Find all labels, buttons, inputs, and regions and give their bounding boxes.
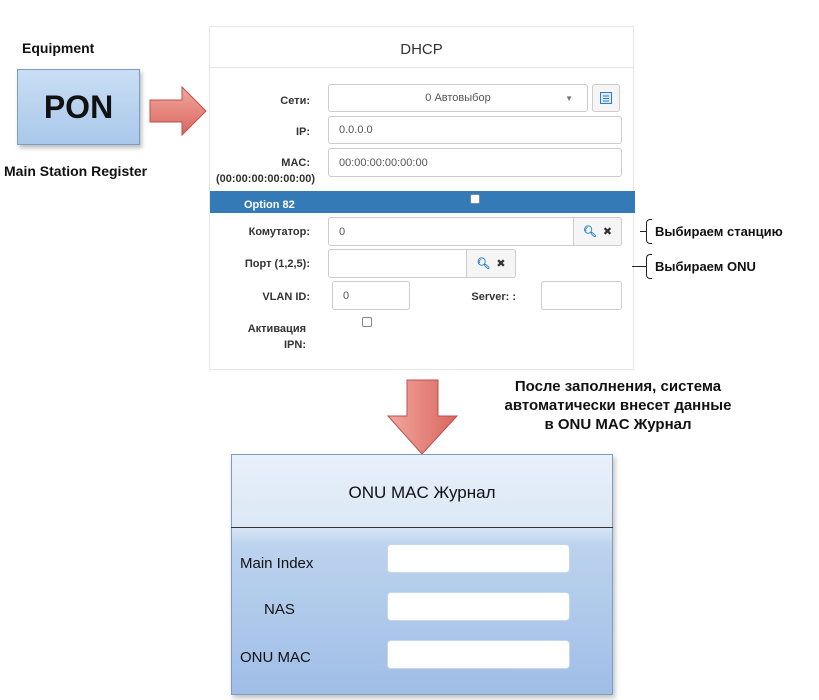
- note-line-1: После заполнения, система: [514, 378, 722, 395]
- nas-label: NAS: [264, 601, 295, 618]
- list-button[interactable]: [592, 84, 620, 112]
- ipn-label-line-2: IPN:: [284, 339, 306, 351]
- main-index-label: Main Index: [240, 555, 314, 572]
- close-icon[interactable]: ✖: [602, 226, 613, 238]
- nas-field[interactable]: [387, 592, 570, 621]
- onu-mac-journal-panel: ONU MAC Журнал Main Index NAS ONU MAC: [231, 454, 613, 695]
- vlan-input[interactable]: 0: [332, 281, 410, 310]
- onu-mac-label: ONU MAC: [240, 649, 311, 666]
- search-icon: 🔍︎: [582, 226, 597, 238]
- vlan-label: VLAN ID:: [262, 291, 310, 303]
- option82-bar: Option 82: [210, 191, 635, 213]
- server-input[interactable]: [541, 281, 622, 310]
- switch-input-value: 0: [339, 225, 346, 238]
- mac-format-label: (00:00:00:00:00:00): [216, 173, 316, 185]
- port-label: Порт (1,2,5):: [244, 258, 310, 270]
- divider: [231, 527, 613, 528]
- switch-search-button[interactable]: 🔍︎ ✖: [573, 217, 622, 246]
- choose-onu-annotation: Выбираем ONU: [655, 259, 756, 274]
- pon-label: PON: [43, 88, 114, 125]
- networks-select-value: 0 Автовыбор: [425, 92, 491, 104]
- mac-label: MAC:: [281, 157, 310, 169]
- onu-journal-title: ONU MAC Журнал: [348, 483, 496, 502]
- list-icon: [600, 92, 612, 104]
- vlan-input-value: 0: [343, 289, 350, 302]
- main-index-field[interactable]: [387, 544, 570, 573]
- onu-bracket-tick: [632, 266, 647, 267]
- mac-input[interactable]: 00:00:00:00:00:00: [328, 148, 622, 177]
- ip-input-value: 0.0.0.0: [339, 124, 373, 136]
- networks-label: Сети:: [280, 95, 310, 107]
- down-arrow-icon: [386, 379, 459, 455]
- ipn-checkbox[interactable]: [362, 317, 372, 327]
- mac-input-value: 00:00:00:00:00:00: [339, 156, 428, 169]
- chevron-down-icon: ▼: [565, 94, 573, 103]
- station-bracket-tick: [640, 231, 647, 232]
- networks-select[interactable]: 0 Автовыбор ▼: [328, 84, 588, 112]
- pon-box: PON: [17, 69, 140, 145]
- equipment-label: Equipment: [22, 40, 95, 56]
- right-arrow-icon: [149, 85, 207, 137]
- note-line-3: в ONU MAC Журнал: [544, 416, 692, 433]
- ip-input[interactable]: 0.0.0.0: [328, 116, 622, 144]
- switch-input[interactable]: 0: [328, 217, 574, 246]
- switch-label: Комутатор:: [248, 226, 310, 238]
- dhcp-panel: DHCP Сети: 0 Автовыбор ▼ IP: 0.0.0.0 MAC…: [209, 26, 635, 370]
- port-input[interactable]: [328, 249, 467, 278]
- option82-label: Option 82: [244, 199, 295, 211]
- port-search-button[interactable]: 🔍︎ ✖: [466, 249, 516, 278]
- main-station-register-label: Main Station Register: [4, 163, 148, 179]
- ip-label: IP:: [295, 126, 310, 138]
- close-icon[interactable]: ✖: [496, 258, 506, 270]
- search-icon: 🔍︎: [476, 258, 491, 270]
- server-label: Server: :: [471, 291, 516, 303]
- ipn-label-line-1: Активация: [247, 323, 306, 335]
- ipn-label: Активация IPN:: [220, 321, 306, 353]
- option82-checkbox[interactable]: [470, 194, 480, 204]
- onu-mac-field[interactable]: [387, 640, 570, 669]
- divider: [210, 67, 633, 68]
- choose-station-annotation: Выбираем станцию: [655, 224, 783, 239]
- dhcp-title: DHCP: [400, 41, 443, 58]
- process-note: После заполнения, система автоматически …: [468, 377, 768, 434]
- note-line-2: автоматически внесет данные: [504, 397, 732, 414]
